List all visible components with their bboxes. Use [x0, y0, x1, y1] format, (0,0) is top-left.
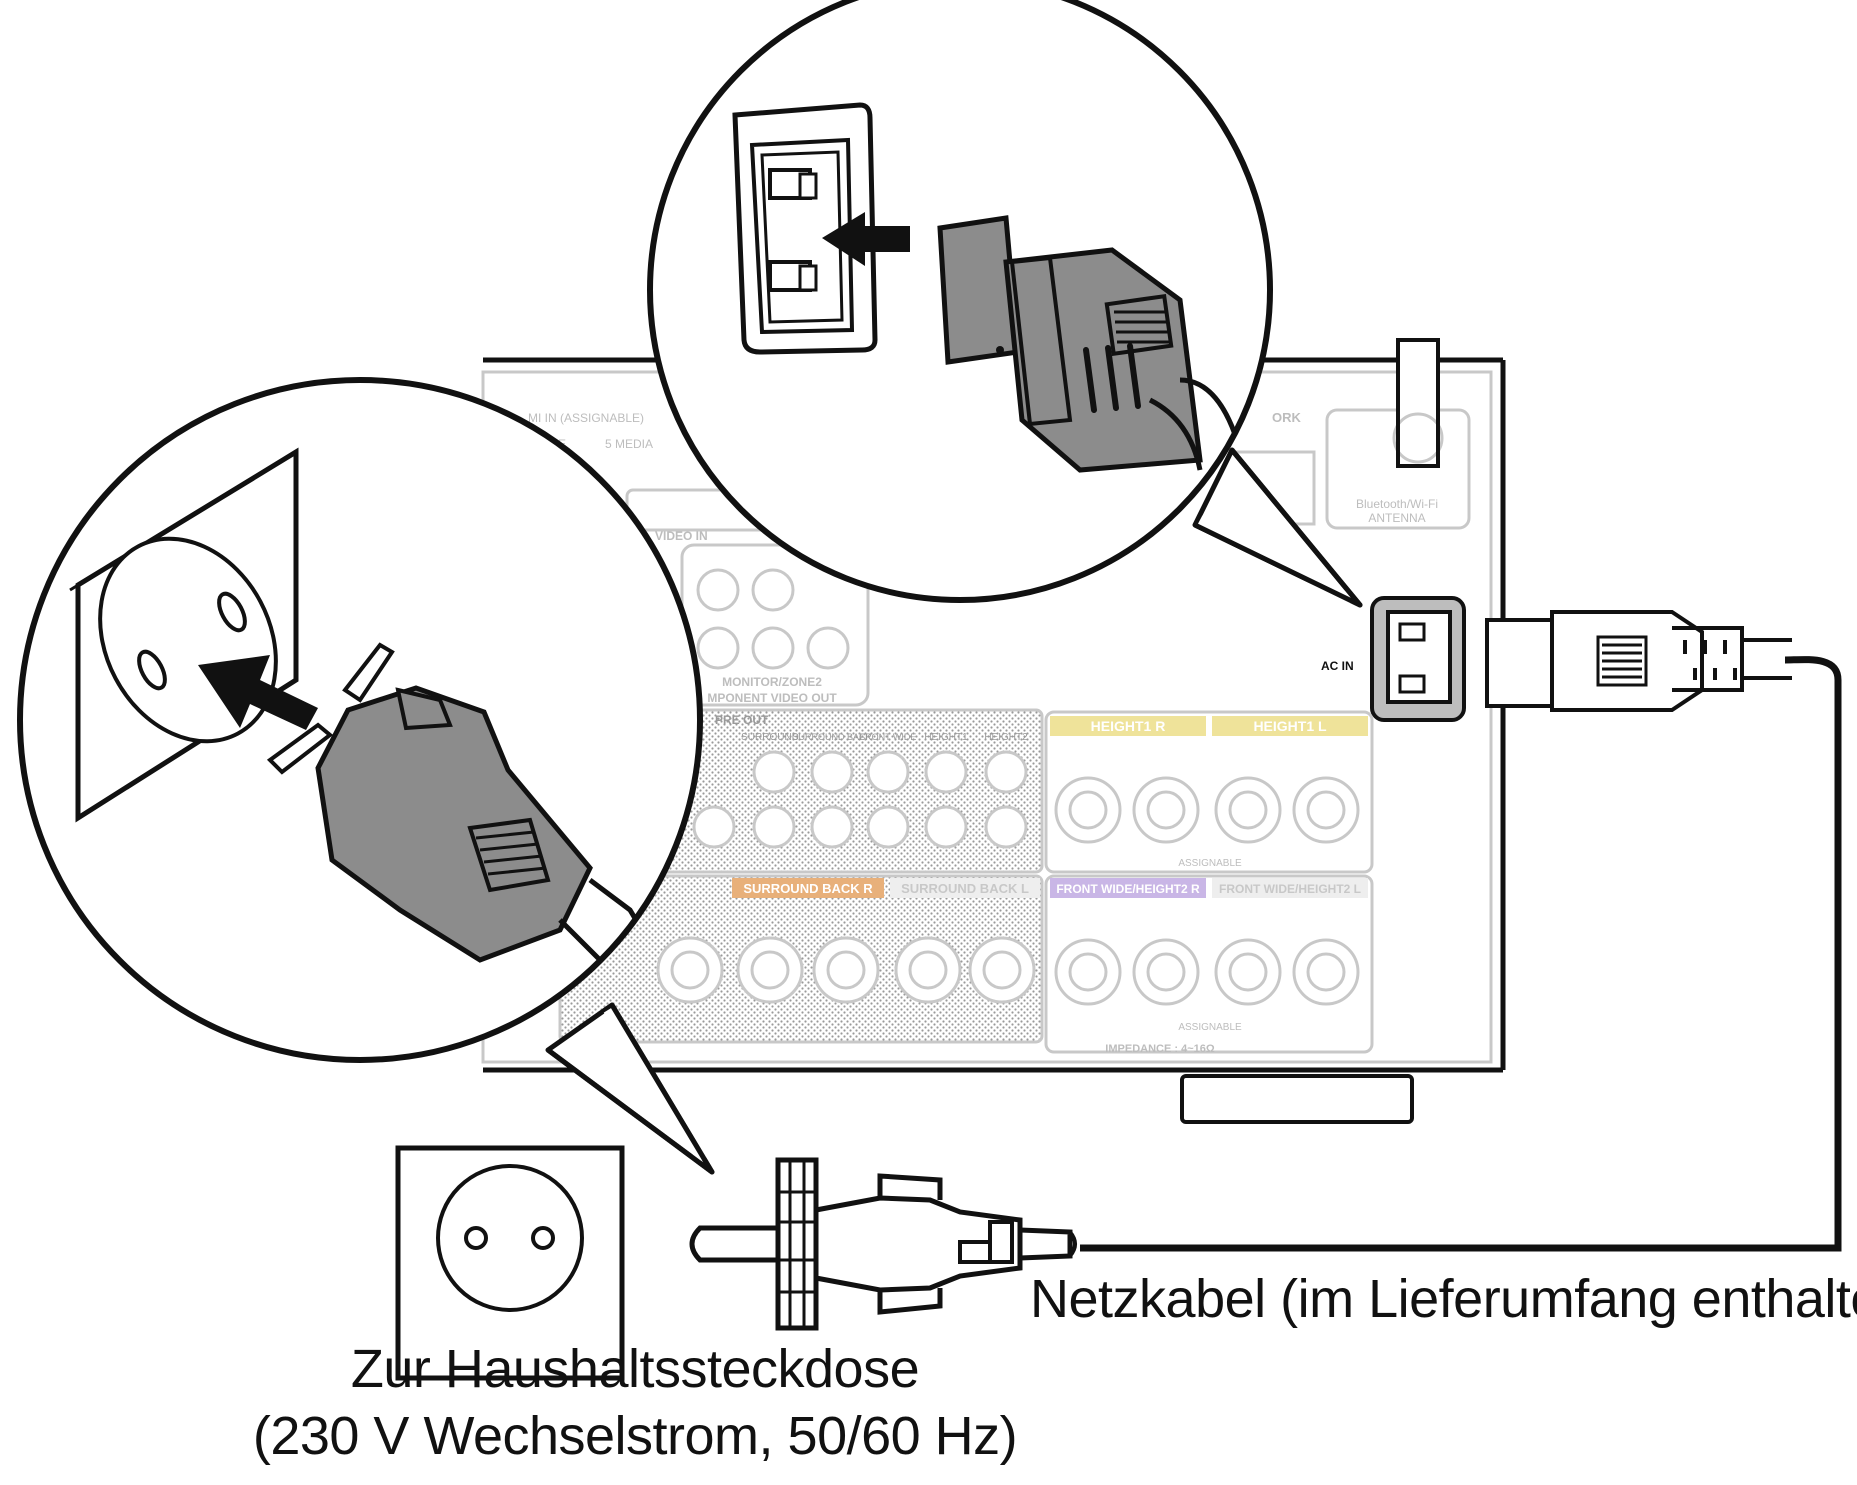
inlet-socket-zoom	[732, 102, 878, 355]
antenna-label-1: Bluetooth/Wi-Fi	[1356, 497, 1438, 511]
ac-in-label: AC IN	[1321, 659, 1354, 673]
antenna-label-2: ANTENNA	[1368, 511, 1425, 525]
schuko-plug-side	[689, 1157, 1077, 1331]
network-label: ORK	[1272, 410, 1302, 425]
media-label: 5 MEDIA	[605, 437, 653, 451]
front-wide-h2-r-label: FRONT WIDE/HEIGHT2 R	[1056, 882, 1200, 896]
height2-small-label: HEIGHT2	[984, 732, 1028, 743]
iec-plug-zoom	[937, 215, 1253, 491]
iec-plug-right	[1485, 610, 1792, 712]
surround-back-l-label: SURROUND BACK L	[901, 881, 1029, 896]
zoom-callout-wall-socket	[17, 377, 715, 1175]
power-cable	[1080, 656, 1842, 1252]
hdmi-in-label: MI IN (ASSIGNABLE)	[528, 411, 644, 425]
monitor-label: MONITOR/ZONE2	[722, 675, 822, 689]
height1-small-label: HEIGHT1	[924, 732, 968, 743]
pre-out-label: PRE OUT	[715, 713, 769, 727]
video-section: VIDEO IN MONITOR/ZONE2 MPONENT VIDEO OUT	[625, 488, 872, 707]
surround-back-r-label: SURROUND BACK R	[743, 881, 873, 896]
height1-speaker-section: HEIGHT1 R HEIGHT1 L ASSIGNABLE	[1044, 710, 1374, 874]
antenna	[1392, 338, 1444, 468]
surround-label: SURROUND	[741, 732, 799, 743]
surround-back-speaker-section: SURROUND BACK R SURROUND BACK L	[558, 874, 1044, 1044]
video-in-label: VIDEO IN	[655, 529, 708, 543]
impedance-label: IMPEDANCE : 4~16Ω	[1105, 1043, 1215, 1055]
socket-caption-line2: (230 V Wechselstrom, 50/60 Hz)	[252, 1406, 1018, 1466]
component-label: MPONENT VIDEO OUT	[707, 691, 837, 705]
household-socket	[395, 1145, 625, 1381]
zoom-callout-ac-inlet	[647, 0, 1363, 608]
height1-l-label: HEIGHT1 L	[1253, 718, 1327, 734]
power-cable-caption: Netzkabel (im Lieferumfang enthalten)	[1030, 1269, 1857, 1329]
assignable-label-1: ASSIGNABLE	[1178, 858, 1242, 869]
front-wide-h2-l-label: FRONT WIDE/HEIGHT2 L	[1219, 882, 1361, 896]
ac-in-inlet	[1370, 596, 1466, 722]
surround-back-small-label: SURROUND BACK	[792, 732, 871, 742]
insert-arrow-top	[822, 212, 910, 266]
schuko-plug-zoom	[266, 642, 663, 1002]
assignable-label-2: ASSIGNABLE	[1178, 1022, 1242, 1033]
socket-caption-line1: Zur Haushaltssteckdose	[350, 1339, 920, 1399]
front-wide-label: FRONT WIDE	[860, 732, 917, 742]
front-wide-speaker-section: FRONT WIDE/HEIGHT2 R FRONT WIDE/HEIGHT2 …	[1044, 874, 1374, 1055]
insert-arrow-left	[198, 655, 318, 730]
height1-r-label: HEIGHT1 R	[1091, 718, 1166, 734]
receiver-rear-panel: MI IN (ASSIGNABLE) AME 5 MEDIA ORK Bluet…	[481, 338, 1842, 1252]
